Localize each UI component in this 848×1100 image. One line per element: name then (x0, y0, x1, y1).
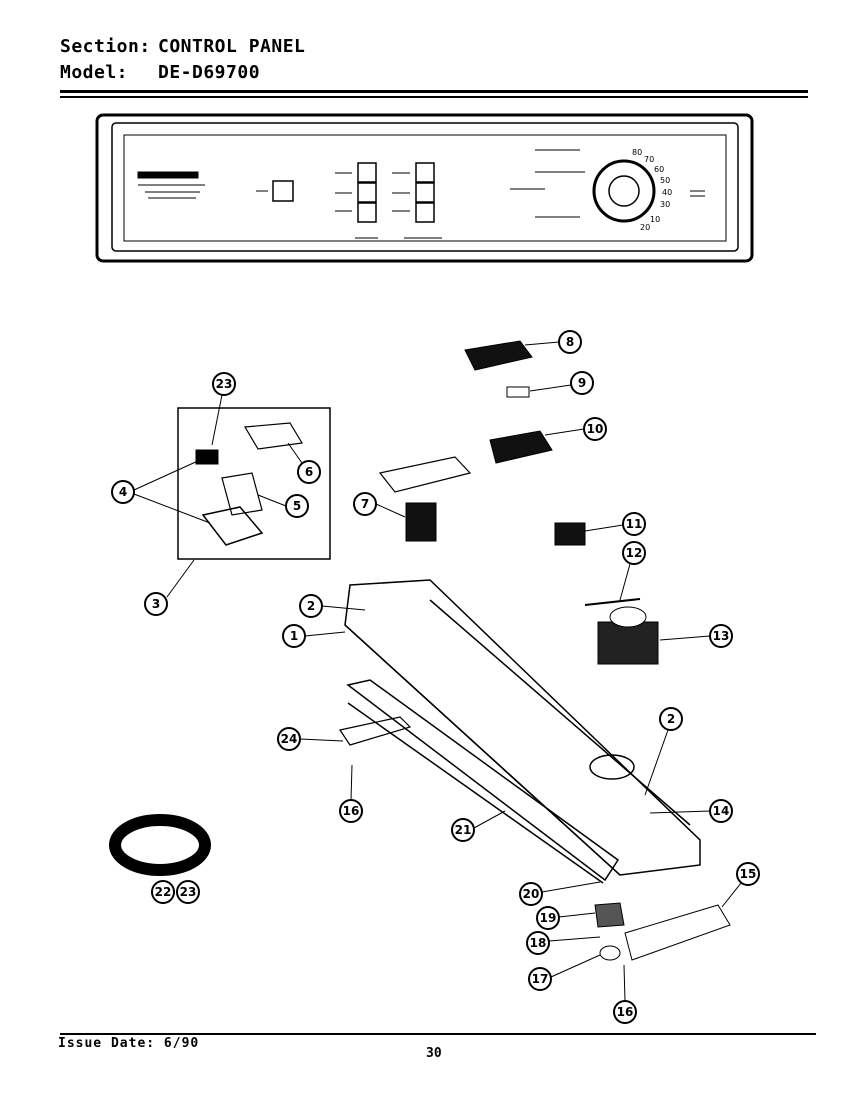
svg-text:9: 9 (578, 376, 586, 390)
callout-5: 5 (257, 494, 309, 518)
svg-text:22: 22 (155, 885, 172, 899)
svg-text:2: 2 (307, 599, 315, 613)
svg-text:20: 20 (523, 887, 540, 901)
callout-10: 10 (544, 417, 607, 441)
parts-diagram: 10 20 30 40 50 60 70 80 (95, 113, 760, 1024)
svg-text:17: 17 (532, 972, 549, 986)
svg-text:4: 4 (119, 485, 127, 499)
callout-16: 16 (339, 764, 363, 823)
svg-text:8: 8 (566, 335, 574, 349)
callout-19: 19 (536, 906, 596, 930)
callout-8: 8 (524, 330, 582, 354)
dial-number: 30 (660, 200, 670, 209)
dial-number: 10 (650, 215, 660, 224)
callout-21: 21 (451, 810, 506, 842)
callout-9: 9 (529, 371, 594, 395)
dial-number: 70 (644, 155, 654, 164)
callout-7: 7 (353, 492, 406, 518)
part-13-timer (597, 606, 659, 665)
svg-text:19: 19 (540, 911, 557, 925)
model-heading: Model: DE-D69700 (60, 62, 260, 83)
svg-text:2: 2 (667, 712, 675, 726)
knob-parts (594, 902, 731, 961)
svg-text:6: 6 (305, 465, 313, 479)
svg-text:1: 1 (290, 629, 298, 643)
dial-number: 50 (660, 176, 670, 185)
part-24-bracket (339, 716, 412, 746)
svg-text:24: 24 (281, 732, 298, 746)
callout-16: 16 (613, 964, 637, 1024)
callout-23: 23 (211, 372, 236, 446)
callout-18: 18 (526, 931, 601, 955)
callout-24: 24 (277, 727, 344, 751)
header-rule-thick (60, 90, 808, 93)
callout-3: 3 (144, 559, 195, 616)
callout-2: 2 (299, 594, 366, 618)
callout-23: 23 (176, 880, 200, 904)
callout-14: 14 (649, 799, 733, 823)
section-value: CONTROL PANEL (158, 36, 306, 57)
page-number: 30 (426, 1046, 442, 1061)
callout-13: 13 (659, 624, 733, 648)
callout-22: 22 (151, 880, 175, 904)
svg-text:11: 11 (626, 517, 643, 531)
callout-4: 4 (111, 459, 211, 524)
svg-text:3: 3 (152, 597, 160, 611)
svg-text:18: 18 (530, 936, 547, 950)
footer-rule (60, 1033, 816, 1035)
section-label: Section: (60, 36, 151, 57)
dial-numbers: 10 20 30 40 50 60 70 80 (632, 148, 672, 232)
model-label: Model: (60, 62, 129, 83)
callout-20: 20 (519, 881, 601, 906)
switch-parts (378, 340, 641, 606)
dial-number: 40 (662, 188, 672, 197)
svg-text:21: 21 (455, 823, 472, 837)
control-panel-front (95, 113, 754, 263)
svg-text:23: 23 (216, 377, 233, 391)
section-heading: Section: CONTROL PANEL (60, 36, 305, 57)
svg-text:7: 7 (361, 497, 369, 511)
callout-12: 12 (619, 541, 646, 601)
callout-2: 2 (644, 707, 683, 796)
svg-text:16: 16 (617, 1005, 634, 1019)
svg-text:16: 16 (343, 804, 360, 818)
callouts: 1 2 2 3 4 5 6 7 8 9 10 11 12 13 14 15 16… (111, 330, 760, 1024)
part-21-trim (346, 679, 620, 884)
callout-15: 15 (721, 862, 760, 908)
part-1-panel (344, 579, 701, 876)
svg-text:12: 12 (626, 546, 643, 560)
dial-number: 80 (632, 148, 642, 157)
callout-1: 1 (282, 624, 346, 648)
dial-number: 20 (640, 223, 650, 232)
callout-6: 6 (287, 442, 321, 484)
callout-11: 11 (584, 512, 646, 536)
svg-text:14: 14 (713, 804, 730, 818)
issue-date: Issue Date: 6/90 (58, 1036, 200, 1051)
header-rule-thin (60, 96, 808, 98)
svg-text:10: 10 (587, 422, 604, 436)
svg-text:13: 13 (713, 629, 730, 643)
svg-text:5: 5 (293, 499, 301, 513)
svg-text:23: 23 (180, 885, 197, 899)
svg-text:15: 15 (740, 867, 757, 881)
model-value: DE-D69700 (158, 62, 261, 83)
dial-number: 60 (654, 165, 664, 174)
part-22-cord (109, 814, 211, 876)
part-3-assembly (177, 407, 331, 560)
callout-17: 17 (528, 954, 601, 991)
